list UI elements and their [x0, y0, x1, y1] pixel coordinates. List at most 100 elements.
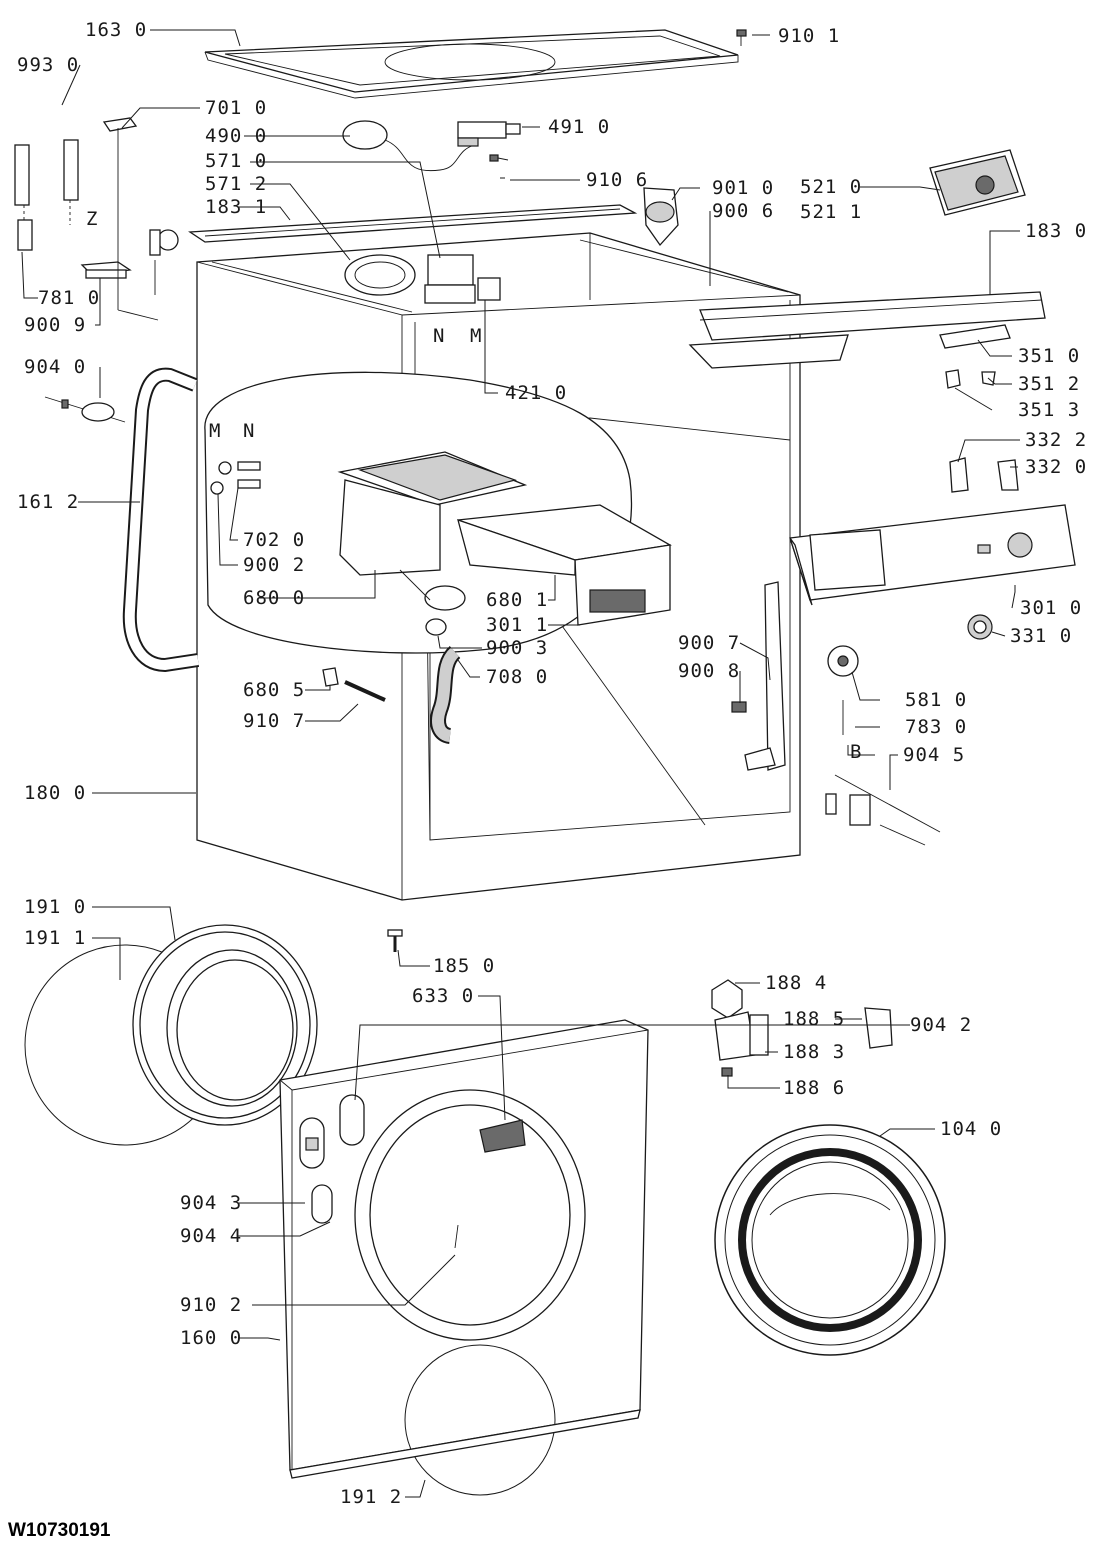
callout-label: 191 0 — [24, 896, 86, 918]
callout-label: 521 1 — [800, 201, 862, 223]
connector-letter: M — [470, 325, 482, 347]
callout-label: 900 3 — [486, 637, 548, 659]
callout-label: 188 4 — [765, 972, 827, 994]
filter-part — [44, 396, 126, 423]
door-assembly-part — [714, 1124, 946, 1356]
callout-label: 188 6 — [783, 1077, 845, 1099]
power-cable-part — [342, 120, 476, 172]
drain-hose-part — [14, 102, 79, 251]
callout-label: 163 0 — [85, 19, 147, 41]
connector-letters: Z N M M N B — [86, 208, 862, 763]
connector-letter: N — [433, 325, 445, 347]
callout-label: 904 4 — [180, 1225, 242, 1247]
dispenser-housing-part — [337, 451, 528, 611]
dispenser-hose-part — [430, 645, 461, 744]
callout-label: 490 0 — [205, 125, 267, 147]
callout-label: 910 7 — [243, 710, 305, 732]
callout-label: 183 1 — [205, 196, 267, 218]
selector-knob-part — [967, 614, 993, 640]
o-ring-part — [425, 618, 447, 636]
callout-label: 910 1 — [778, 25, 840, 47]
callout-label: 783 0 — [905, 716, 967, 738]
screw-top-part — [736, 29, 747, 46]
callout-label: 900 8 — [678, 660, 740, 682]
callout-label: 301 0 — [1020, 597, 1082, 619]
document-code: W10730191 — [8, 1520, 111, 1541]
callout-label: 680 1 — [486, 589, 548, 611]
connector-letter: M — [209, 420, 221, 442]
callout-label: 900 2 — [243, 554, 305, 576]
callout-label: 331 0 — [1010, 625, 1072, 647]
callout-label: 781 0 — [38, 287, 100, 309]
callout-label: 571 2 — [205, 173, 267, 195]
connector-letter: N — [243, 420, 255, 442]
callout-label: 900 7 — [678, 632, 740, 654]
callout-label: 708 0 — [486, 666, 548, 688]
suppressor-part — [643, 187, 679, 247]
callout-label: 521 0 — [800, 176, 862, 198]
door-interlock-part — [825, 774, 941, 846]
callout-label: 904 5 — [903, 744, 965, 766]
connector-letter: Z — [86, 208, 98, 230]
adjustable-foot-part — [387, 929, 403, 952]
spring-cap-part — [322, 667, 339, 687]
callout-label: 351 0 — [1018, 345, 1080, 367]
connector-letter: B — [850, 741, 862, 763]
inlet-valve-part — [344, 254, 501, 304]
callout-label: 904 3 — [180, 1192, 242, 1214]
callout-label: 161 2 — [17, 491, 79, 513]
callout-label: 104 0 — [940, 1118, 1002, 1140]
cable-clamp-part — [457, 121, 521, 147]
callout-label: 188 5 — [783, 1008, 845, 1030]
hose-connectors-part — [210, 461, 261, 495]
control-panel-part — [789, 504, 1076, 606]
callout-label: 191 1 — [24, 927, 86, 949]
callout-label: 183 0 — [1025, 220, 1087, 242]
side-frame-rail-part — [122, 367, 200, 673]
callout-label: 421 0 — [505, 382, 567, 404]
inlet-fitting-part — [149, 229, 179, 256]
rear-crossbar-part — [188, 204, 638, 243]
callout-label: 491 0 — [548, 116, 610, 138]
control-module-part — [929, 149, 1026, 216]
callout-label: 633 0 — [412, 985, 474, 1007]
callout-label: 901 0 — [712, 177, 774, 199]
callout-label: 188 3 — [783, 1041, 845, 1063]
callout-label: 332 0 — [1025, 456, 1087, 478]
tool-key-part — [102, 117, 159, 321]
front-crossbar-part — [688, 291, 1046, 369]
front-panel-part — [279, 1019, 649, 1496]
callout-labels: 163 0 910 1 993 0 701 0 490 0 491 0 571 … — [17, 19, 1087, 1508]
callout-label: 160 0 — [180, 1327, 242, 1349]
callout-label: 301 1 — [486, 614, 548, 636]
callout-label: 900 9 — [24, 314, 86, 336]
panel-clip-part — [731, 701, 747, 713]
callout-label: 993 0 — [17, 54, 79, 76]
callout-label: 680 0 — [243, 587, 305, 609]
callout-label: 904 2 — [910, 1014, 972, 1036]
leader-lines — [21, 29, 1020, 1498]
door-gasket-part — [24, 924, 318, 1146]
switch-bracket-part — [949, 457, 1019, 493]
screw-cable-part — [489, 154, 509, 162]
panel-bracket-part — [744, 581, 786, 771]
callout-label: 351 2 — [1018, 373, 1080, 395]
callout-label: 910 6 — [586, 169, 648, 191]
callout-label: 571 0 — [205, 150, 267, 172]
screw-dispenser-part — [344, 680, 386, 702]
callout-label: 904 0 — [24, 356, 86, 378]
callout-label: 332 2 — [1025, 429, 1087, 451]
callout-label: 191 2 — [340, 1486, 402, 1508]
callout-label: 185 0 — [433, 955, 495, 977]
callout-label: 910 2 — [180, 1294, 242, 1316]
callout-label: 351 3 — [1018, 399, 1080, 421]
callout-label: 702 0 — [243, 529, 305, 551]
pressure-switch-part — [827, 645, 859, 735]
callout-label: 680 5 — [243, 679, 305, 701]
callout-label: 701 0 — [205, 97, 267, 119]
callout-label: 900 6 — [712, 200, 774, 222]
dispenser-drawer-part — [457, 504, 672, 626]
hose-clip-part — [80, 261, 132, 279]
